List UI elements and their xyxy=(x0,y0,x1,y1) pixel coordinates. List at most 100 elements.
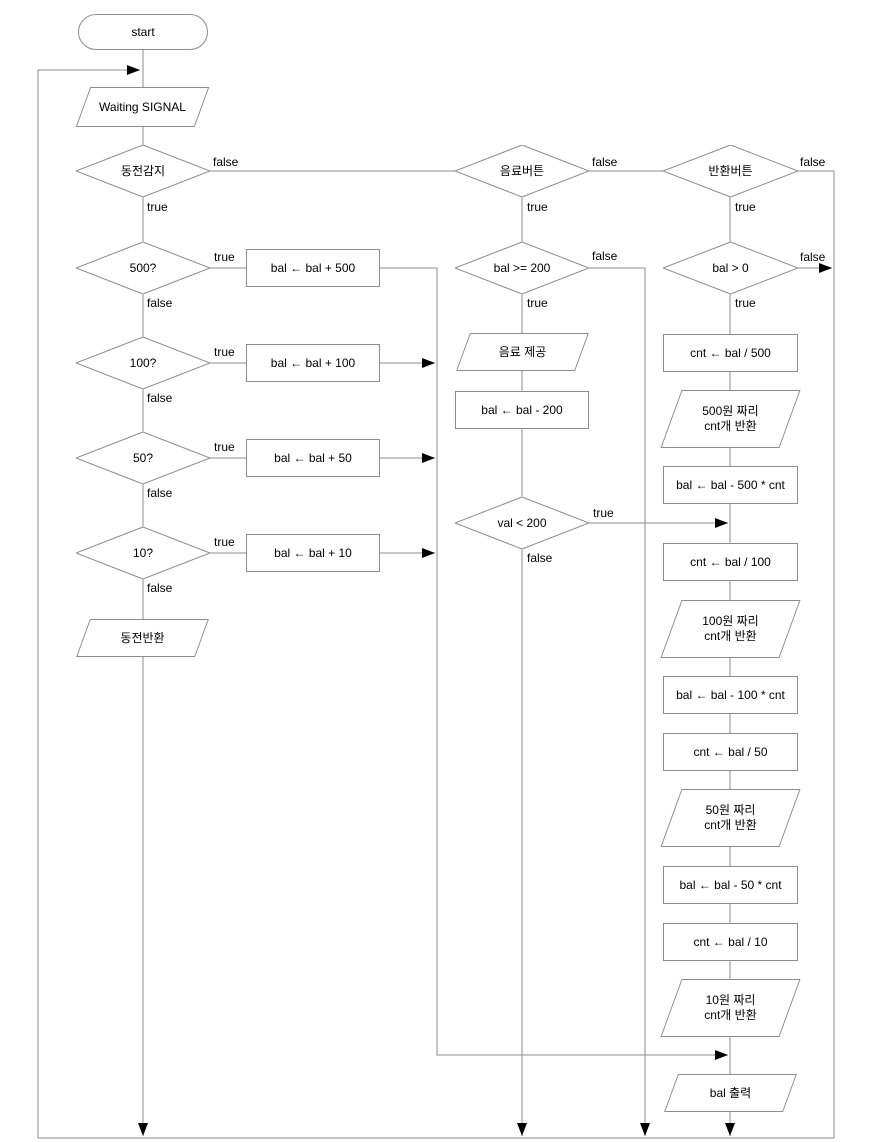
process-cnt-div-50: cnt ← bal / 50 xyxy=(663,733,798,771)
return-100-line1: 100원 짜리 xyxy=(702,614,759,628)
coin-return-label: 동전반환 xyxy=(120,630,165,645)
decision-coin-10: 10? xyxy=(76,527,210,579)
decision-bal-ge-200: bal >= 200 xyxy=(455,242,589,294)
edge-label-coin-50-true: true xyxy=(214,440,235,454)
decision-coin-detect: 동전감지 xyxy=(76,145,210,197)
node-waiting-signal: Waiting SIGNAL xyxy=(75,87,210,127)
diamond-shape xyxy=(76,337,210,389)
dispense-drink-label: 음료 제공 xyxy=(498,344,547,359)
sub-50-cnt-label: bal ← bal - 50 * cnt xyxy=(679,877,782,892)
decision-coin-50: 50? xyxy=(76,432,210,484)
edge-label-bal-ge-200-true: true xyxy=(527,296,548,310)
edge-label-coin-10-true: true xyxy=(214,535,235,549)
process-sub-50-cnt: bal ← bal - 50 * cnt xyxy=(663,866,798,904)
process-cnt-div-100: cnt ← bal / 100 xyxy=(663,543,798,581)
edge-label-val-lt-200-false: false xyxy=(527,551,553,565)
node-print-bal: bal 출력 xyxy=(663,1074,798,1112)
start-label: start xyxy=(131,24,155,39)
process-sub-100-cnt: bal ← bal - 100 * cnt xyxy=(663,676,798,714)
return-100-label: 100원 짜리 cnt개 반환 xyxy=(702,614,758,644)
decision-coin-100: 100? xyxy=(76,337,210,389)
node-start: start xyxy=(78,14,208,50)
diamond-shape xyxy=(76,527,210,579)
edge-label-coin-500-false: false xyxy=(147,296,173,310)
decision-drink-button: 음료버튼 xyxy=(455,145,589,197)
return-button-label: 반환버튼 xyxy=(708,163,753,178)
diamond-shape xyxy=(76,242,210,294)
edge-label-return-button-true: true xyxy=(735,200,756,214)
decision-coin-500: 500? xyxy=(76,242,210,294)
bal-gt-0-label: bal > 0 xyxy=(712,260,749,275)
process-cnt-div-500: cnt ← bal / 500 xyxy=(663,334,798,372)
edge-label-bal-ge-200-false: false xyxy=(592,249,618,263)
edge-label-coin-100-true: true xyxy=(214,345,235,359)
process-cnt-div-10: cnt ← bal / 10 xyxy=(663,923,798,961)
return-10-label: 10원 짜리 cnt개 반환 xyxy=(704,993,756,1023)
val-lt-200-label: val < 200 xyxy=(497,515,547,530)
decision-bal-gt-0: bal > 0 xyxy=(663,242,798,294)
edge-label-coin-10-false: false xyxy=(147,581,173,595)
node-return-500: 500원 짜리 cnt개 반환 xyxy=(660,390,801,448)
return-500-line1: 500원 짜리 xyxy=(702,404,759,418)
edge-label-coin-100-false: false xyxy=(147,391,173,405)
add-100-label: bal ← bal + 100 xyxy=(270,355,356,370)
node-return-100: 100원 짜리 cnt개 반환 xyxy=(660,600,801,658)
edge-label-coin-detect-false: false xyxy=(213,155,239,169)
process-add-10: bal ← bal + 10 xyxy=(246,534,380,572)
waiting-signal-label: Waiting SIGNAL xyxy=(99,99,186,114)
process-add-100: bal ← bal + 100 xyxy=(246,344,380,382)
return-10-line2: cnt개 반환 xyxy=(704,1008,757,1022)
node-return-50: 50원 짜리 cnt개 반환 xyxy=(660,789,801,847)
process-add-50: bal ← bal + 50 xyxy=(246,439,380,477)
node-coin-return: 동전반환 xyxy=(75,619,210,657)
process-sub-200: bal ← bal - 200 xyxy=(455,391,589,429)
diamond-shape xyxy=(455,145,589,197)
sub-200-label: bal ← bal - 200 xyxy=(481,402,563,417)
drink-button-label: 음료버튼 xyxy=(499,163,545,178)
diamond-shape xyxy=(663,242,798,294)
decision-return-button: 반환버튼 xyxy=(663,145,798,197)
add-10-label: bal ← bal + 10 xyxy=(274,545,352,560)
node-dispense-drink: 음료 제공 xyxy=(455,333,590,371)
diamond-shape xyxy=(455,242,589,294)
coin-50-label: 50? xyxy=(132,450,154,465)
cnt-div-100-label: cnt ← bal / 100 xyxy=(690,554,771,569)
diamond-shape xyxy=(76,145,210,197)
return-10-line1: 10원 짜리 xyxy=(705,993,756,1007)
edge-label-drink-button-false: false xyxy=(592,155,618,169)
edge-label-coin-50-false: false xyxy=(147,486,173,500)
diamond-shape xyxy=(663,145,798,197)
return-500-line2: cnt개 반환 xyxy=(704,419,757,433)
edge-label-return-button-false: false xyxy=(800,155,826,169)
decision-val-lt-200: val < 200 xyxy=(455,497,589,549)
edge-label-bal-gt-0-true: true xyxy=(735,296,756,310)
sub-100-cnt-label: bal ← bal - 100 * cnt xyxy=(676,687,785,702)
sub-500-cnt-label: bal ← bal - 500 * cnt xyxy=(676,477,785,492)
diamond-shape xyxy=(76,432,210,484)
node-return-10: 10원 짜리 cnt개 반환 xyxy=(660,979,801,1037)
coin-500-label: 500? xyxy=(129,260,157,275)
edge-label-coin-detect-true: true xyxy=(147,200,168,214)
cnt-div-50-label: cnt ← bal / 50 xyxy=(693,744,768,759)
add-50-label: bal ← bal + 50 xyxy=(274,450,352,465)
bal-ge-200-label: bal >= 200 xyxy=(493,260,551,275)
coin-detect-label: 동전감지 xyxy=(120,163,166,178)
return-50-label: 50원 짜리 cnt개 반환 xyxy=(704,803,756,833)
edge-label-drink-button-true: true xyxy=(527,200,548,214)
edge-label-coin-500-true: true xyxy=(214,250,235,264)
return-50-line2: cnt개 반환 xyxy=(704,818,757,832)
coin-100-label: 100? xyxy=(129,355,157,370)
coin-10-label: 10? xyxy=(132,545,154,560)
add-500-label: bal ← bal + 500 xyxy=(270,260,356,275)
return-100-line2: cnt개 반환 xyxy=(704,629,757,643)
process-add-500: bal ← bal + 500 xyxy=(246,249,380,287)
process-sub-500-cnt: bal ← bal - 500 * cnt xyxy=(663,466,798,504)
cnt-div-10-label: cnt ← bal / 10 xyxy=(693,934,768,949)
edge-label-bal-gt-0-false: false xyxy=(800,250,826,264)
cnt-div-500-label: cnt ← bal / 500 xyxy=(690,345,771,360)
return-500-label: 500원 짜리 cnt개 반환 xyxy=(702,404,758,434)
return-50-line1: 50원 짜리 xyxy=(705,803,756,817)
edge-label-val-lt-200-true: true xyxy=(593,506,614,520)
